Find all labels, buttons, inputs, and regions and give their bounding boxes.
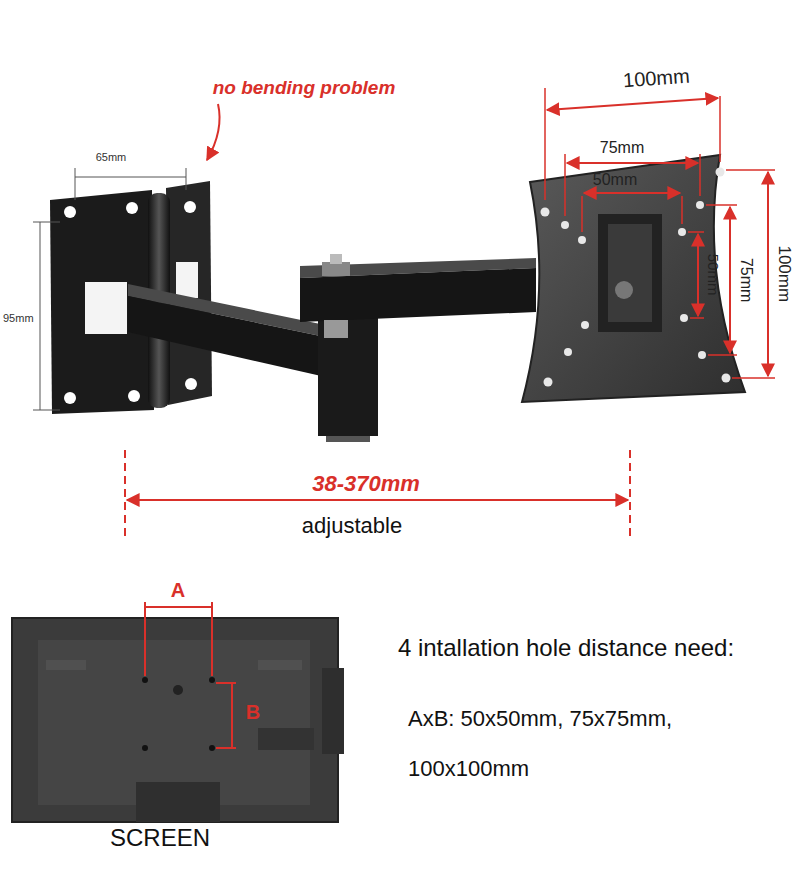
extension-line (581, 196, 583, 232)
pointer-arrow (207, 104, 220, 160)
tv-stand-plate (136, 782, 220, 822)
screw-hole (128, 390, 140, 402)
extension-line (732, 377, 775, 379)
extension-line (33, 410, 60, 411)
extension-line (564, 154, 566, 216)
mount-hole (209, 745, 215, 751)
dimension-label: 65mm (96, 151, 127, 164)
heading-note: 4 intallation hole distance need: (398, 634, 734, 662)
dimension-label: 75mm (737, 258, 755, 302)
hole-100 (722, 374, 731, 383)
tv-side-ports (322, 668, 344, 754)
tv-body (12, 618, 338, 822)
hole-75 (696, 201, 704, 209)
bolt-nut (324, 320, 348, 338)
flange-slot (176, 262, 198, 298)
extension-line (699, 154, 701, 196)
tv-ports (258, 728, 314, 750)
dimension-label: 100mm (622, 64, 690, 92)
extension-line (688, 231, 704, 233)
extension-line (629, 450, 631, 540)
extension-line (719, 96, 721, 162)
spacing-letter: B (246, 701, 260, 724)
caption-label: SCREEN (110, 824, 210, 852)
screw-hole (184, 201, 196, 213)
mount-hole (142, 745, 148, 751)
extension-line (726, 169, 775, 171)
dimension-line (729, 207, 731, 353)
plate-body (522, 155, 745, 402)
screw-hole (126, 202, 138, 214)
spacing-line (144, 602, 146, 676)
dimension-line (584, 192, 680, 194)
spacing-line (145, 606, 212, 608)
extension-line (186, 168, 187, 190)
mount-hole (209, 677, 215, 683)
note-label: adjustable (302, 513, 402, 538)
vent (258, 660, 302, 670)
spacing-letter: A (171, 579, 185, 602)
vent (46, 660, 86, 670)
dimension-line (697, 234, 699, 316)
extension-line (544, 88, 546, 200)
hole-50 (581, 321, 589, 329)
spacing-line (211, 602, 213, 676)
bolt (330, 254, 342, 264)
pivot-cap (326, 436, 370, 442)
screw-hole (64, 392, 76, 404)
dimension-label: 100mm (774, 246, 794, 303)
hole-50 (578, 236, 586, 244)
hole-spacing-lines (145, 602, 236, 748)
arm-side (128, 296, 330, 378)
hole-100 (544, 378, 553, 387)
hole-50 (680, 314, 688, 322)
dimension-label: 75mm (600, 139, 644, 157)
screw-hole (64, 206, 76, 218)
side-flange (166, 181, 212, 405)
dimension-label: 38-370mm (312, 471, 420, 496)
extension-line (75, 168, 76, 200)
hole-100 (541, 208, 550, 217)
extension-line (706, 204, 737, 206)
hole-50 (678, 228, 686, 236)
extension-line (124, 450, 126, 540)
extension-line (708, 354, 737, 356)
center-hole (173, 685, 183, 695)
vesa-plate (522, 155, 745, 402)
size-list: AxB: 50x50mm, 75x75mm, 100x100mm (408, 694, 728, 794)
vesa-holes (541, 168, 731, 387)
tilt-bracket-inner (608, 224, 652, 322)
dimension-line (40, 222, 41, 410)
callout-note: no bending problem (213, 77, 396, 99)
hole-100 (716, 168, 725, 177)
tv-back (12, 618, 344, 822)
hole-75 (561, 221, 569, 229)
extension-line (681, 196, 683, 224)
spacing-line (231, 683, 233, 748)
dimension-line (567, 162, 698, 164)
arm-side (300, 268, 536, 322)
dimension-line (75, 177, 186, 178)
bolt-head (322, 262, 350, 276)
dimension-lines (33, 88, 775, 540)
tilt-knob (615, 281, 633, 299)
tv-panel (38, 640, 310, 805)
screw-hole (185, 378, 197, 390)
mount-hole (142, 677, 148, 683)
tilt-bracket (598, 214, 662, 332)
dimension-line (767, 172, 769, 376)
dimension-label: 50mm (593, 171, 637, 189)
upper-arm (300, 254, 536, 338)
extension-line (33, 222, 60, 223)
dimension-line (547, 98, 718, 110)
dimension-label: 50mm (705, 254, 722, 296)
dimension-line (127, 499, 628, 501)
dimension-label: 95mm (3, 312, 34, 325)
hole-75 (698, 351, 706, 359)
hole-75 (564, 348, 572, 356)
plate-cutout (85, 282, 127, 334)
extension-line (690, 317, 704, 319)
